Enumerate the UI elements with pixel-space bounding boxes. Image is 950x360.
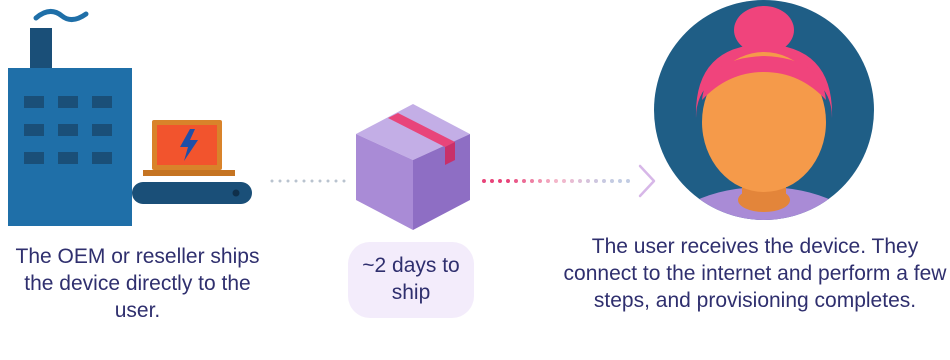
chimney xyxy=(30,28,52,68)
connector-dots-gray xyxy=(270,179,346,183)
user-step-caption: The user receives the device. They conne… xyxy=(563,235,947,312)
factory-windows xyxy=(24,96,112,164)
box-top xyxy=(356,104,470,160)
box-right xyxy=(413,134,470,230)
conveyor-belt xyxy=(132,182,252,204)
box-tape-side xyxy=(445,142,455,165)
laptop-icon xyxy=(143,120,235,176)
package-box-icon xyxy=(356,104,470,230)
shipping-time-label: ~2 days to ship xyxy=(362,254,460,304)
smoke-icon xyxy=(33,9,89,22)
laptop-base xyxy=(143,170,235,176)
oem-step-caption: The OEM or reseller ships the device dir… xyxy=(15,245,260,322)
avatar-face xyxy=(702,52,826,192)
lightning-icon xyxy=(180,129,198,161)
factory-building xyxy=(8,68,132,226)
avatar-hair-bun xyxy=(734,6,794,54)
avatar-hair-fringe xyxy=(702,56,826,100)
arrow-head-icon xyxy=(638,164,656,198)
connector-dots-pink xyxy=(482,179,630,183)
conveyor-belt-icon xyxy=(132,182,252,204)
factory-icon xyxy=(8,9,132,226)
shipping-time-badge xyxy=(348,242,474,318)
box-tape xyxy=(388,113,455,147)
box-left xyxy=(356,134,413,230)
